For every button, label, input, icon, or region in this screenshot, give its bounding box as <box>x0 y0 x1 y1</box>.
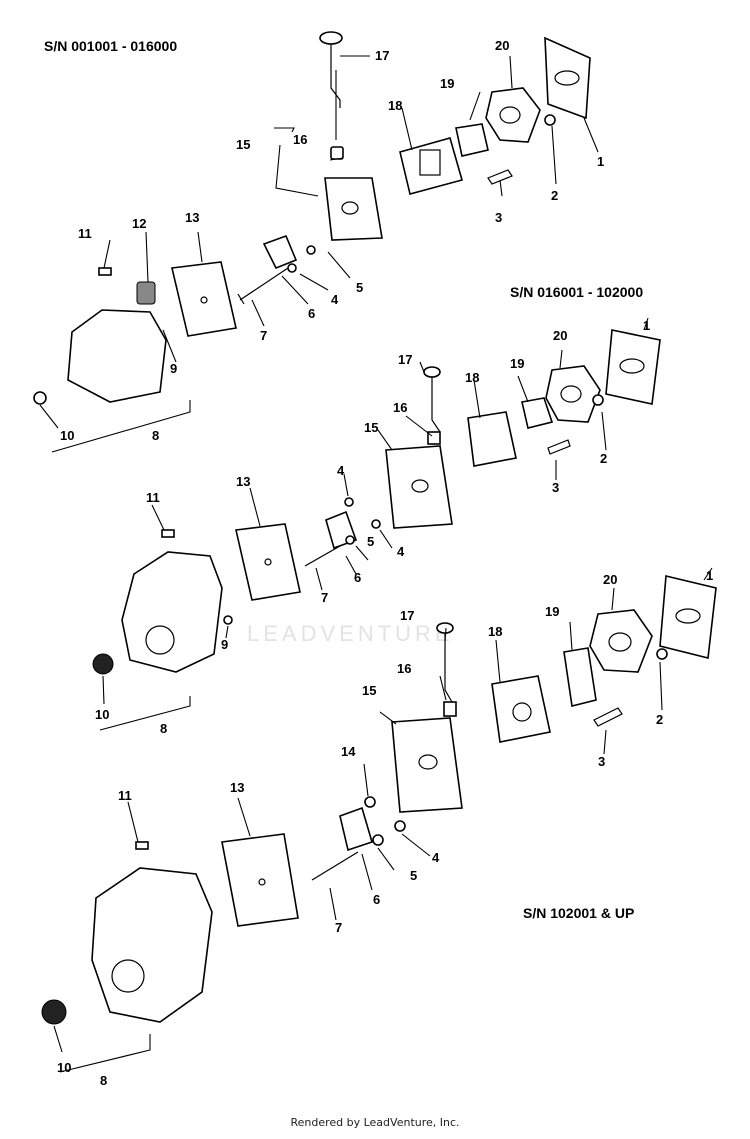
carburetor-part <box>467 411 517 467</box>
callout-16: 16 <box>293 132 307 147</box>
callout-17: 17 <box>398 352 412 367</box>
callout-2: 2 <box>551 188 558 203</box>
callout-6: 6 <box>373 892 380 907</box>
air-filter-part <box>171 261 237 337</box>
serial-range-1: S/N 001001 - 016000 <box>44 38 178 54</box>
callout-13: 13 <box>185 210 199 225</box>
callout-10: 10 <box>95 707 109 722</box>
primer-bulb-part <box>319 31 343 108</box>
callout-labels-group-2: 1 20 17 19 18 16 15 2 3 4 5 6 7 13 11 9 … <box>95 318 650 736</box>
air-cleaner-cover-part <box>121 551 223 673</box>
carb-adapter-part <box>545 365 601 423</box>
callout-1: 1 <box>643 318 650 333</box>
callout-11: 11 <box>146 490 160 505</box>
callout-13: 13 <box>230 780 244 795</box>
serial-range-2: S/N 016001 - 102000 <box>510 284 644 300</box>
callout-labels-group-3: 1 20 17 19 18 16 15 2 3 14 4 5 6 7 13 11… <box>57 568 713 1088</box>
air-filter-part <box>235 523 301 601</box>
callout-6: 6 <box>308 306 315 321</box>
callout-18: 18 <box>488 624 502 639</box>
callout-4: 4 <box>432 850 440 865</box>
callout-5: 5 <box>367 534 374 549</box>
callout-20: 20 <box>495 38 509 53</box>
callout-15: 15 <box>362 683 376 698</box>
callout-7: 7 <box>260 328 267 343</box>
callout-13: 13 <box>236 474 250 489</box>
footer-credit: Rendered by LeadVenture, Inc. <box>290 1116 460 1129</box>
carb-gasket-part <box>521 397 554 429</box>
callout-10: 10 <box>57 1060 71 1075</box>
callout-4b: 4 <box>397 544 405 559</box>
callout-16: 16 <box>393 400 407 415</box>
callout-10: 10 <box>60 428 74 443</box>
callout-8: 8 <box>100 1073 107 1088</box>
callout-4: 4 <box>331 292 339 307</box>
callout-14: 14 <box>341 744 356 759</box>
callout-8: 8 <box>152 428 159 443</box>
gasket-part <box>544 36 591 120</box>
callout-1: 1 <box>706 568 713 583</box>
knob-part <box>41 999 67 1025</box>
callout-3: 3 <box>552 480 559 495</box>
callout-15: 15 <box>236 137 250 152</box>
callout-17: 17 <box>400 608 414 623</box>
bracket-part <box>262 234 298 270</box>
callout-3: 3 <box>495 210 502 225</box>
callout-18: 18 <box>465 370 479 385</box>
carburetor-part <box>491 675 551 743</box>
gasket-part <box>659 575 717 659</box>
callout-19: 19 <box>545 604 559 619</box>
callout-19: 19 <box>440 76 454 91</box>
callout-15: 15 <box>364 420 378 435</box>
callout-11: 11 <box>118 788 132 803</box>
assembly-group-3 <box>41 567 717 1073</box>
callout-2: 2 <box>600 451 607 466</box>
serial-range-3: S/N 102001 & UP <box>523 905 635 921</box>
air-cleaner-cover-part <box>67 309 167 403</box>
callout-2: 2 <box>656 712 663 727</box>
carb-gasket-part <box>563 647 597 707</box>
callout-20: 20 <box>603 572 617 587</box>
callout-3: 3 <box>598 754 605 769</box>
fitting-part <box>330 146 344 160</box>
callout-6: 6 <box>354 570 361 585</box>
callout-20: 20 <box>553 328 567 343</box>
callout-16: 16 <box>397 661 411 676</box>
callout-12: 12 <box>132 216 146 231</box>
callout-11: 11 <box>78 226 92 241</box>
callout-9: 9 <box>221 637 228 652</box>
grommet-part <box>136 281 156 305</box>
callout-9: 9 <box>170 361 177 376</box>
assembly-group-1 <box>33 31 599 453</box>
callout-18: 18 <box>388 98 402 113</box>
carburetor-part <box>399 137 463 195</box>
callout-19: 19 <box>510 356 524 371</box>
callout-5: 5 <box>356 280 363 295</box>
air-box-part <box>324 177 383 241</box>
callout-8: 8 <box>160 721 167 736</box>
assembly-group-2 <box>92 317 661 731</box>
callout-4: 4 <box>337 463 345 478</box>
knob-part <box>92 653 114 675</box>
carb-gasket-part <box>455 123 489 157</box>
watermark: LEADVENTURE <box>247 621 454 646</box>
callout-1: 1 <box>597 154 604 169</box>
gasket-part <box>605 329 661 405</box>
bracket-part <box>339 806 373 852</box>
carb-adapter-part <box>485 87 541 143</box>
callout-7: 7 <box>335 920 342 935</box>
callout-7: 7 <box>321 590 328 605</box>
callout-5: 5 <box>410 868 417 883</box>
air-box-part <box>385 445 453 529</box>
callout-labels-group-1: 17 20 19 18 16 15 1 2 3 11 12 13 5 4 6 7… <box>60 38 604 443</box>
callout-17: 17 <box>375 48 389 63</box>
air-cleaner-cover-part <box>91 867 213 1023</box>
air-box-part <box>391 717 463 813</box>
carb-adapter-part <box>589 609 653 673</box>
